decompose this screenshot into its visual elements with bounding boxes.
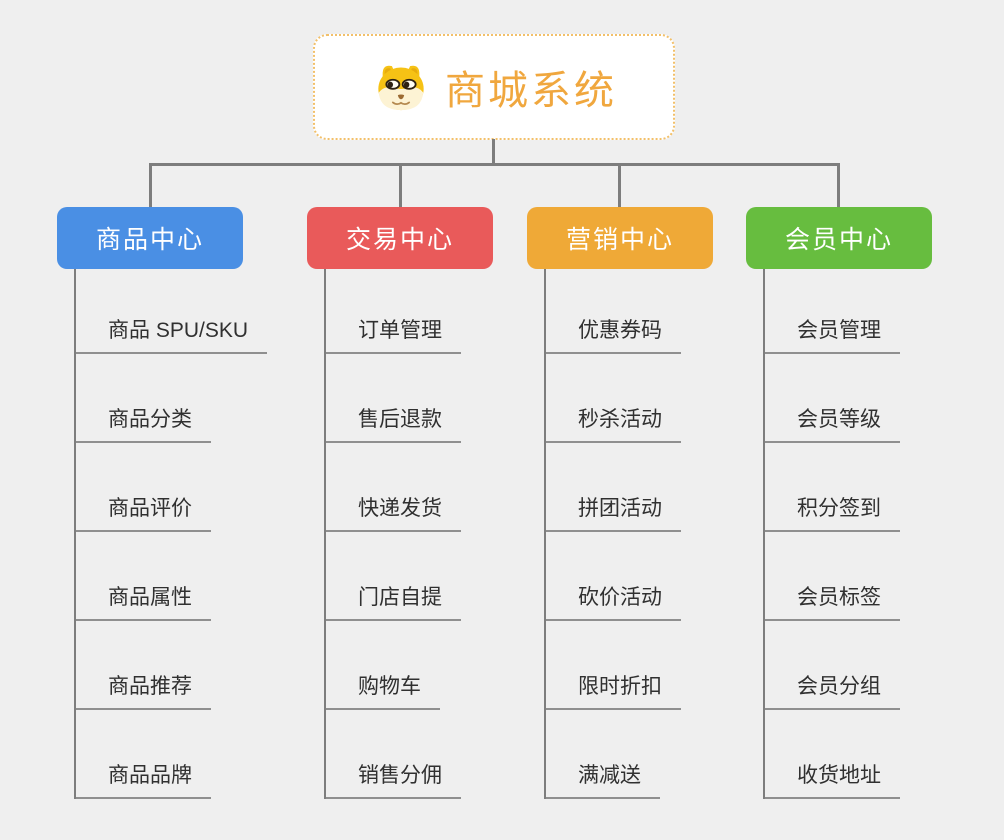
child-node[interactable]: 会员分组: [765, 621, 900, 710]
connector-bus: [149, 163, 840, 166]
child-node-label: 会员分组: [797, 675, 881, 698]
child-node-label: 收货地址: [797, 764, 881, 787]
child-node-label: 满减送: [578, 764, 641, 787]
connector-root-drop: [492, 139, 495, 165]
child-node-label: 商品 SPU/SKU: [108, 319, 249, 342]
child-node[interactable]: 门店自提: [326, 532, 461, 621]
branch-children: 商品 SPU/SKU 商品分类商品评价商品属性商品推荐商品品牌: [74, 269, 268, 799]
child-node-label: 限时折扣: [578, 675, 662, 698]
child-node-label: 售后退款: [358, 408, 442, 431]
child-node[interactable]: 拼团活动: [546, 443, 681, 532]
child-node-label: 商品分类: [108, 408, 192, 431]
child-node[interactable]: 商品品牌: [76, 710, 211, 799]
branch-children: 会员管理会员等级积分签到会员标签会员分组收货地址: [763, 269, 900, 799]
child-node[interactable]: 销售分佣: [326, 710, 461, 799]
connector-drop: [837, 165, 840, 208]
child-node[interactable]: 订单管理: [326, 269, 461, 354]
branch-column: 交易中心 订单管理售后退款快递发货门店自提购物车销售分佣: [307, 207, 493, 799]
child-node[interactable]: 满减送: [546, 710, 660, 799]
child-node-label: 门店自提: [358, 586, 442, 609]
root-node[interactable]: 商城系统: [313, 34, 675, 140]
root-title: 商城系统: [445, 69, 617, 113]
child-node-label: 销售分佣: [358, 764, 442, 787]
branch-children: 订单管理售后退款快递发货门店自提购物车销售分佣: [324, 269, 461, 799]
doge-icon: [378, 65, 424, 111]
branch-node-label: 会员中心: [784, 226, 893, 254]
child-node[interactable]: 秒杀活动: [546, 354, 681, 443]
child-node-label: 秒杀活动: [578, 408, 662, 431]
branch-node[interactable]: 商品中心: [57, 207, 243, 269]
child-node-label: 拼团活动: [578, 497, 662, 520]
child-node-label: 商品推荐: [108, 675, 192, 698]
branch-column: 会员中心 会员管理会员等级积分签到会员标签会员分组收货地址: [746, 207, 932, 799]
child-node-label: 商品属性: [108, 586, 192, 609]
branch-children: 优惠券码秒杀活动拼团活动砍价活动限时折扣满减送: [544, 269, 681, 799]
child-node[interactable]: 优惠券码: [546, 269, 681, 354]
child-node-label: 砍价活动: [578, 586, 662, 609]
child-node[interactable]: 商品评价: [76, 443, 211, 532]
child-node-label: 订单管理: [358, 319, 442, 342]
branch-node-label: 营销中心: [565, 226, 674, 254]
child-node-label: 积分签到: [797, 497, 881, 520]
child-node-label: 会员管理: [797, 319, 881, 342]
child-node-label: 优惠券码: [578, 319, 662, 342]
child-node[interactable]: 商品推荐: [76, 621, 211, 710]
child-node[interactable]: 限时折扣: [546, 621, 681, 710]
child-node-label: 快递发货: [358, 497, 442, 520]
branch-column: 商品中心 商品 SPU/SKU 商品分类商品评价商品属性商品推荐商品品牌: [57, 207, 268, 799]
branch-node[interactable]: 会员中心: [746, 207, 932, 269]
branch-node[interactable]: 交易中心: [307, 207, 493, 269]
child-node[interactable]: 收货地址: [765, 710, 900, 799]
child-node[interactable]: 售后退款: [326, 354, 461, 443]
child-node[interactable]: 会员标签: [765, 532, 900, 621]
child-node[interactable]: 商品分类: [76, 354, 211, 443]
child-node-label: 购物车: [358, 675, 421, 698]
child-node-label: 会员等级: [797, 408, 881, 431]
branch-column: 营销中心 优惠券码秒杀活动拼团活动砍价活动限时折扣满减送: [527, 207, 713, 799]
child-node-label: 会员标签: [797, 586, 881, 609]
connector-drop: [618, 165, 621, 208]
branch-node-label: 交易中心: [345, 226, 454, 254]
child-node-label: 商品品牌: [108, 764, 192, 787]
child-node[interactable]: 砍价活动: [546, 532, 681, 621]
connector-drop: [399, 165, 402, 208]
child-node[interactable]: 商品属性: [76, 532, 211, 621]
branch-node[interactable]: 营销中心: [527, 207, 713, 269]
child-node[interactable]: 会员等级: [765, 354, 900, 443]
branch-node-label: 商品中心: [95, 226, 204, 254]
child-node[interactable]: 会员管理: [765, 269, 900, 354]
child-node[interactable]: 积分签到: [765, 443, 900, 532]
child-node[interactable]: 购物车: [326, 621, 440, 710]
child-node[interactable]: 快递发货: [326, 443, 461, 532]
child-node-label: 商品评价: [108, 497, 192, 520]
connector-drop: [149, 165, 152, 208]
child-node[interactable]: 商品 SPU/SKU: [76, 269, 268, 354]
